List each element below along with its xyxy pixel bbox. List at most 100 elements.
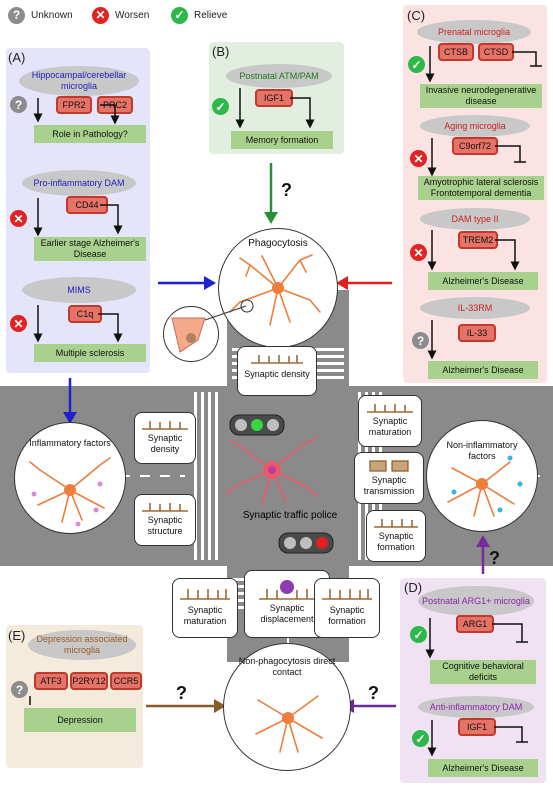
legend-unknown-label: Unknown <box>31 9 73 21</box>
bubble-maturation-right-label: Synaptic maturation <box>368 416 412 437</box>
synapse-icon <box>322 589 372 600</box>
synapse-icon <box>369 460 409 472</box>
microglia-icon <box>255 695 323 753</box>
gene-atf3: ATF3 <box>34 672 68 690</box>
panel-c-group-3-outcome: Alzheimer's Disease <box>428 272 538 290</box>
gene-ccr5: CCR5 <box>110 672 142 690</box>
panel-c-label: (C) <box>407 8 426 23</box>
bubble-density-top: Synaptic density <box>237 346 317 396</box>
bubble-transmission-right: Synaptic transmission <box>354 452 424 504</box>
legend-unknown: ? Unknown <box>8 4 73 26</box>
microglia-icon <box>29 457 111 523</box>
bubble-density-top-label: Synaptic density <box>244 369 310 379</box>
non-phagocytosis-title: Non-phagocytosis direct contact <box>238 656 336 677</box>
question-mark-icon: ? <box>412 332 429 349</box>
bubble-formation-bottom: Synaptic formation <box>314 578 380 638</box>
question-mark-icon: ? <box>10 96 27 113</box>
question-b: ? <box>281 180 292 200</box>
legend-worsen: ✕ Worsen <box>92 4 149 26</box>
inflammatory-title: Inflammatory factors <box>29 438 111 448</box>
panel-b-outcome: Memory formation <box>231 131 333 149</box>
panel-c-group-2-outcome: Amyotrophic lateral sclerosis Frontotemp… <box>418 176 544 200</box>
panel-a-group-2-outcome: Earlier stage Alzheimer's Disease <box>34 237 146 261</box>
cross-icon: ✕ <box>410 244 427 261</box>
question-d: ? <box>489 548 500 568</box>
gene-p2ry12: P2RY12 <box>70 672 108 690</box>
panel-e-title: Depression associated microglia <box>28 630 136 660</box>
panel-a-group-3-title: MIMS <box>22 277 136 303</box>
inflammatory-circle <box>14 422 126 534</box>
synapse-icon <box>142 503 188 512</box>
panel-b-title: Postnatal ATM/PAM <box>226 64 332 88</box>
question-d-left: ? <box>368 683 379 703</box>
panel-c-group-4-title: IL-33RM <box>420 297 530 319</box>
gene-c9orf72: C9orf72 <box>452 137 498 155</box>
bubble-formation-right-label: Synaptic formation <box>377 531 415 552</box>
legend-worsen-label: Worsen <box>115 9 150 21</box>
bubble-maturation-bottom-label: Synaptic maturation <box>183 605 227 626</box>
bubble-formation-right: Synaptic formation <box>366 510 426 562</box>
gene-fpr2: FPR2 <box>56 96 92 114</box>
non-phagocytosis-circle <box>223 643 351 771</box>
cross-icon: ✕ <box>10 315 27 332</box>
question-mark-icon: ? <box>8 6 25 24</box>
gene-il33: IL-33 <box>458 324 496 342</box>
non-inflammatory-circle <box>426 420 538 532</box>
microglia-icon <box>229 254 321 326</box>
bubble-density-left-label: Synaptic density <box>147 433 183 454</box>
panel-a-label: (A) <box>8 50 26 65</box>
check-icon: ✓ <box>408 56 425 73</box>
bubble-formation-bottom-label: Synaptic formation <box>328 605 366 626</box>
gene-igf1-b: IGF1 <box>255 89 293 107</box>
panel-d-group-1-outcome: Cognitive behavioral deficits <box>430 660 536 684</box>
panel-c-group-3-title: DAM type II <box>420 208 530 230</box>
cross-icon: ✕ <box>10 210 27 227</box>
synapse-icon <box>251 355 303 364</box>
zoom-inset-circle <box>163 306 219 362</box>
bubble-maturation-right: Synaptic maturation <box>358 395 422 447</box>
panel-c-group-1-outcome: Invasive neurodegenerative disease <box>420 84 542 108</box>
legend-relieve-label: Relieve <box>194 9 228 21</box>
phagocytosis-title: Phagocytosis <box>248 238 308 249</box>
synapse-icon <box>259 580 315 600</box>
panel-a-group-1-outcome: Role in Pathology? <box>34 125 146 143</box>
cross-icon: ✕ <box>410 150 427 167</box>
traffic-police-label: Synaptic traffic police <box>242 510 338 521</box>
panel-d-group-2-title: Anti-inflammatory DAM <box>418 696 534 718</box>
non-inflammatory-title: Non-inflammatory factors <box>446 440 518 461</box>
panel-d-label: (D) <box>404 580 423 595</box>
bubble-displacement-bottom-label: Synaptic displacement <box>260 603 314 624</box>
legend-relieve: ✓ Relieve <box>171 4 227 26</box>
panel-d-group-2-outcome: Alzheimer's Disease <box>428 759 538 777</box>
synapse-icon <box>374 519 418 528</box>
bubble-structure-left: Synaptic structure <box>134 494 196 546</box>
check-icon: ✓ <box>410 626 427 643</box>
question-mark-icon: ? <box>11 681 28 698</box>
synapse-icon <box>367 404 413 413</box>
panel-a-group-3-outcome: Multiple sclerosis <box>34 344 146 362</box>
panel-a-group-1-title: Hippocampal/cerebellar microglia <box>19 66 139 96</box>
panel-a-group-2-title: Pro-inflammatory DAM <box>22 170 136 196</box>
question-e: ? <box>176 683 187 703</box>
microglia-icon <box>447 461 515 517</box>
check-icon: ✓ <box>412 730 429 747</box>
traffic-light-icon <box>229 414 285 436</box>
traffic-light-icon <box>278 532 334 554</box>
synapse-icon <box>171 317 206 353</box>
panel-c-group-1-title: Prenatal microglia <box>417 20 531 44</box>
synapse-icon <box>142 421 188 430</box>
cross-icon: ✕ <box>92 6 109 24</box>
gene-ctsb: CTSB <box>438 43 474 61</box>
panel-e-label: (E) <box>8 628 26 643</box>
bubble-density-left: Synaptic density <box>134 412 196 464</box>
panel-b-label: (B) <box>212 44 230 59</box>
check-icon: ✓ <box>171 6 188 24</box>
panel-c-group-4-outcome: Alzheimer's Disease <box>428 361 538 379</box>
check-icon: ✓ <box>212 98 229 115</box>
gene-trem2: TREM2 <box>458 231 498 249</box>
bubble-maturation-bottom: Synaptic maturation <box>172 578 238 638</box>
bubble-structure-left-label: Synaptic structure <box>147 515 183 536</box>
